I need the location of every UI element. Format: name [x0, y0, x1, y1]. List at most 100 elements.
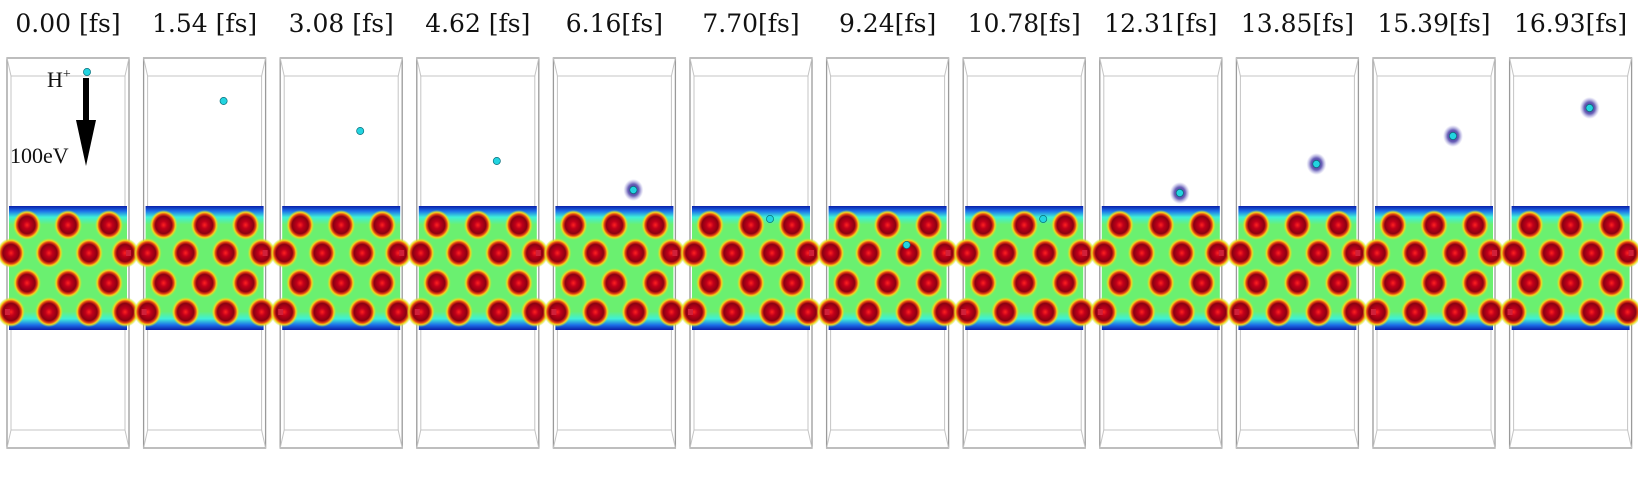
box-corner-edge: [416, 429, 422, 449]
atom-density: [600, 268, 629, 298]
box-corner-edge: [6, 429, 12, 449]
periodic-edge-marker: [1355, 250, 1361, 256]
frame-9: 13.85[fs]: [1226, 9, 1369, 449]
atom-density: [894, 238, 923, 268]
atom-density: [13, 210, 41, 240]
periodic-edge-marker: [961, 309, 967, 315]
frame-3: 4.62 [fs]: [406, 9, 549, 449]
atom-density: [1613, 297, 1638, 327]
atom-density: [368, 210, 397, 240]
frame-11: 16.93[fs]: [1499, 9, 1638, 449]
atom-density: [737, 268, 765, 298]
box-corner-edge: [279, 57, 285, 77]
box-corner-edge: [1509, 429, 1515, 449]
frame-time-label: 4.62 [fs]: [425, 9, 530, 38]
atom-density: [308, 238, 337, 268]
box-corner-edge: [1509, 57, 1515, 77]
periodic-edge-marker: [399, 250, 405, 256]
atom-density: [1379, 210, 1407, 240]
atom-density: [1597, 268, 1626, 298]
atom-density: [969, 210, 998, 240]
atom-density: [696, 210, 724, 240]
box-corner-edge: [1627, 57, 1633, 77]
atom-density: [1226, 238, 1255, 268]
frame-time-label: 0.00 [fs]: [15, 9, 120, 38]
frame-7: 10.78[fs]: [953, 9, 1096, 449]
atom-density: [444, 238, 473, 268]
frame-time-label: 10.78[fs]: [968, 9, 1081, 38]
atom-density: [930, 238, 959, 268]
atom-density: [1613, 238, 1638, 268]
atom-density: [816, 297, 845, 327]
box-corner-edge: [962, 57, 968, 77]
box-corner-edge: [1080, 429, 1086, 449]
atom-density: [286, 210, 315, 240]
periodic-edge-marker: [1218, 250, 1224, 256]
atom-density: [1340, 297, 1369, 327]
atom-density: [543, 238, 572, 268]
periodic-edge-marker: [1628, 250, 1634, 256]
atom-density: [171, 297, 200, 327]
periodic-edge-marker: [1492, 250, 1497, 256]
frame-time-label: 1.54 [fs]: [152, 9, 257, 38]
atom-density: [1556, 210, 1585, 240]
atom-density: [422, 268, 451, 298]
frame-1: 1.54 [fs]: [133, 9, 276, 449]
atom-density: [543, 297, 572, 327]
frame-10: 15.39[fs]: [1363, 9, 1505, 449]
atom-density: [190, 210, 219, 240]
proton-marker: [1312, 160, 1321, 168]
atom-density: [1515, 268, 1544, 298]
box-corner-edge: [1372, 429, 1378, 449]
periodic-edge-marker: [1371, 309, 1376, 315]
box-corner-edge: [6, 57, 12, 77]
atom-density: [286, 268, 315, 298]
periodic-edge-marker: [141, 309, 147, 315]
atom-density: [991, 297, 1020, 327]
atom-density: [1537, 297, 1566, 327]
box-corner-edge: [689, 57, 695, 77]
frame-5: 7.70[fs]: [680, 9, 822, 449]
box-corner-edge: [944, 57, 950, 77]
atom-density: [1363, 297, 1391, 327]
box-corner-edge: [944, 429, 950, 449]
proton-marker: [1039, 215, 1048, 223]
atom-density: [504, 210, 533, 240]
atom-density: [54, 268, 82, 298]
atom-density: [696, 268, 724, 298]
periodic-edge-marker: [824, 309, 830, 315]
atom-density: [969, 268, 998, 298]
atom-density: [914, 210, 943, 240]
atom-density: [270, 297, 299, 327]
box-corner-edge: [1099, 57, 1105, 77]
atom-density: [54, 210, 82, 240]
atom-density: [1461, 210, 1489, 240]
atom-density: [1127, 238, 1156, 268]
atom-density: [1499, 238, 1528, 268]
atom-density: [559, 268, 588, 298]
box-corner-edge: [1627, 429, 1633, 449]
atom-density: [680, 297, 708, 327]
box-corner-edge: [1099, 429, 1105, 449]
atom-density: [559, 210, 588, 240]
atom-density: [231, 268, 260, 298]
atom-density: [463, 210, 492, 240]
atom-density: [1105, 268, 1134, 298]
box-corner-edge: [124, 57, 130, 77]
atom-density: [991, 238, 1020, 268]
box-corner-edge: [261, 57, 267, 77]
periodic-edge-marker: [1082, 250, 1088, 256]
atom-density: [1363, 238, 1391, 268]
periodic-edge-marker: [535, 250, 541, 256]
atom-density: [718, 297, 746, 327]
atom-density: [1420, 210, 1448, 240]
atom-density: [504, 268, 533, 298]
atom-density: [75, 297, 103, 327]
atom-density: [657, 297, 686, 327]
box-corner-edge: [279, 429, 285, 449]
box-corner-edge: [689, 429, 695, 449]
proton-marker: [1585, 104, 1594, 112]
atom-density: [794, 297, 822, 327]
periodic-edge-marker: [5, 309, 10, 315]
box-corner-edge: [826, 57, 832, 77]
